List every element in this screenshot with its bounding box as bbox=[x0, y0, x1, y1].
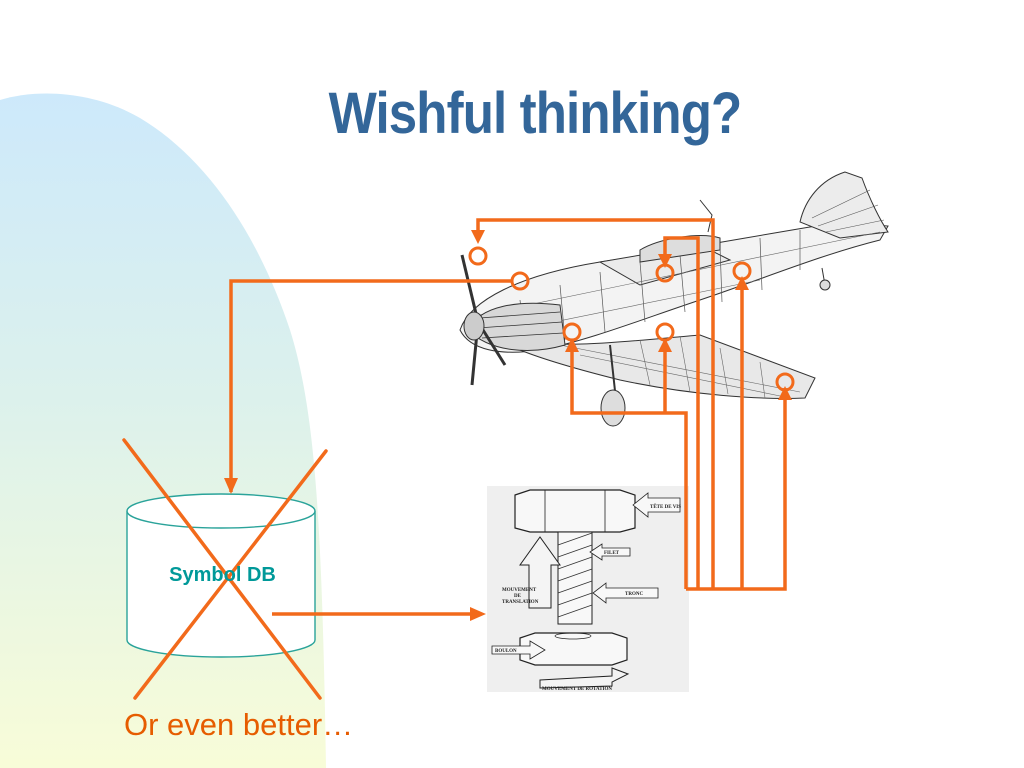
circle-marker-icon bbox=[732, 261, 752, 281]
circle-marker-icon bbox=[510, 271, 530, 291]
arrowhead-up-wingtip bbox=[778, 386, 792, 400]
connector-cockpit-loop bbox=[663, 236, 700, 589]
arrowhead-down-cockpit bbox=[658, 254, 672, 268]
connector-db-to-engine bbox=[229, 279, 512, 492]
circle-marker-icon bbox=[775, 372, 795, 392]
caption-text: Or even better… bbox=[124, 707, 354, 742]
database-label: Symbol DB bbox=[169, 564, 276, 586]
screw-head-label: TÊTE DE VIS bbox=[650, 504, 681, 510]
circle-markers bbox=[468, 246, 795, 392]
screw-bolt-drawing: TÊTE DE VIS FILET TRONC MOUVEMENT DE TRA… bbox=[487, 486, 689, 692]
screw-shank-label: TRONC bbox=[625, 592, 643, 597]
arrowheads bbox=[224, 230, 792, 621]
circle-marker-icon bbox=[562, 322, 582, 342]
arrowhead-right-screw bbox=[470, 607, 486, 621]
arrowhead-down-db bbox=[224, 478, 238, 494]
airplane-cutaway-drawing bbox=[459, 171, 889, 427]
circle-marker-icon bbox=[468, 246, 488, 266]
rotation-label: MOUVEMENT DE ROTATION bbox=[542, 687, 612, 692]
translation-label-2: DE bbox=[514, 594, 522, 599]
translation-label-3: TRANSLATION bbox=[502, 600, 539, 605]
slide-title: Wishful thinking? bbox=[328, 81, 743, 146]
arrowhead-down-propeller bbox=[471, 230, 485, 244]
cross-out-icon bbox=[122, 438, 328, 700]
arrowhead-up-fuselage bbox=[565, 338, 579, 352]
arrowhead-up-wingroot bbox=[658, 338, 672, 352]
translation-label-1: MOUVEMENT bbox=[502, 588, 537, 593]
circle-marker-icon bbox=[655, 322, 675, 342]
connector-wingtip bbox=[686, 388, 787, 591]
nut-label: BOULON bbox=[495, 649, 517, 654]
screw-thread-label: FILET bbox=[604, 551, 620, 556]
arrowhead-up-rear bbox=[735, 276, 749, 290]
circle-marker-icon bbox=[655, 263, 675, 283]
connector-lower-loop bbox=[570, 340, 688, 589]
